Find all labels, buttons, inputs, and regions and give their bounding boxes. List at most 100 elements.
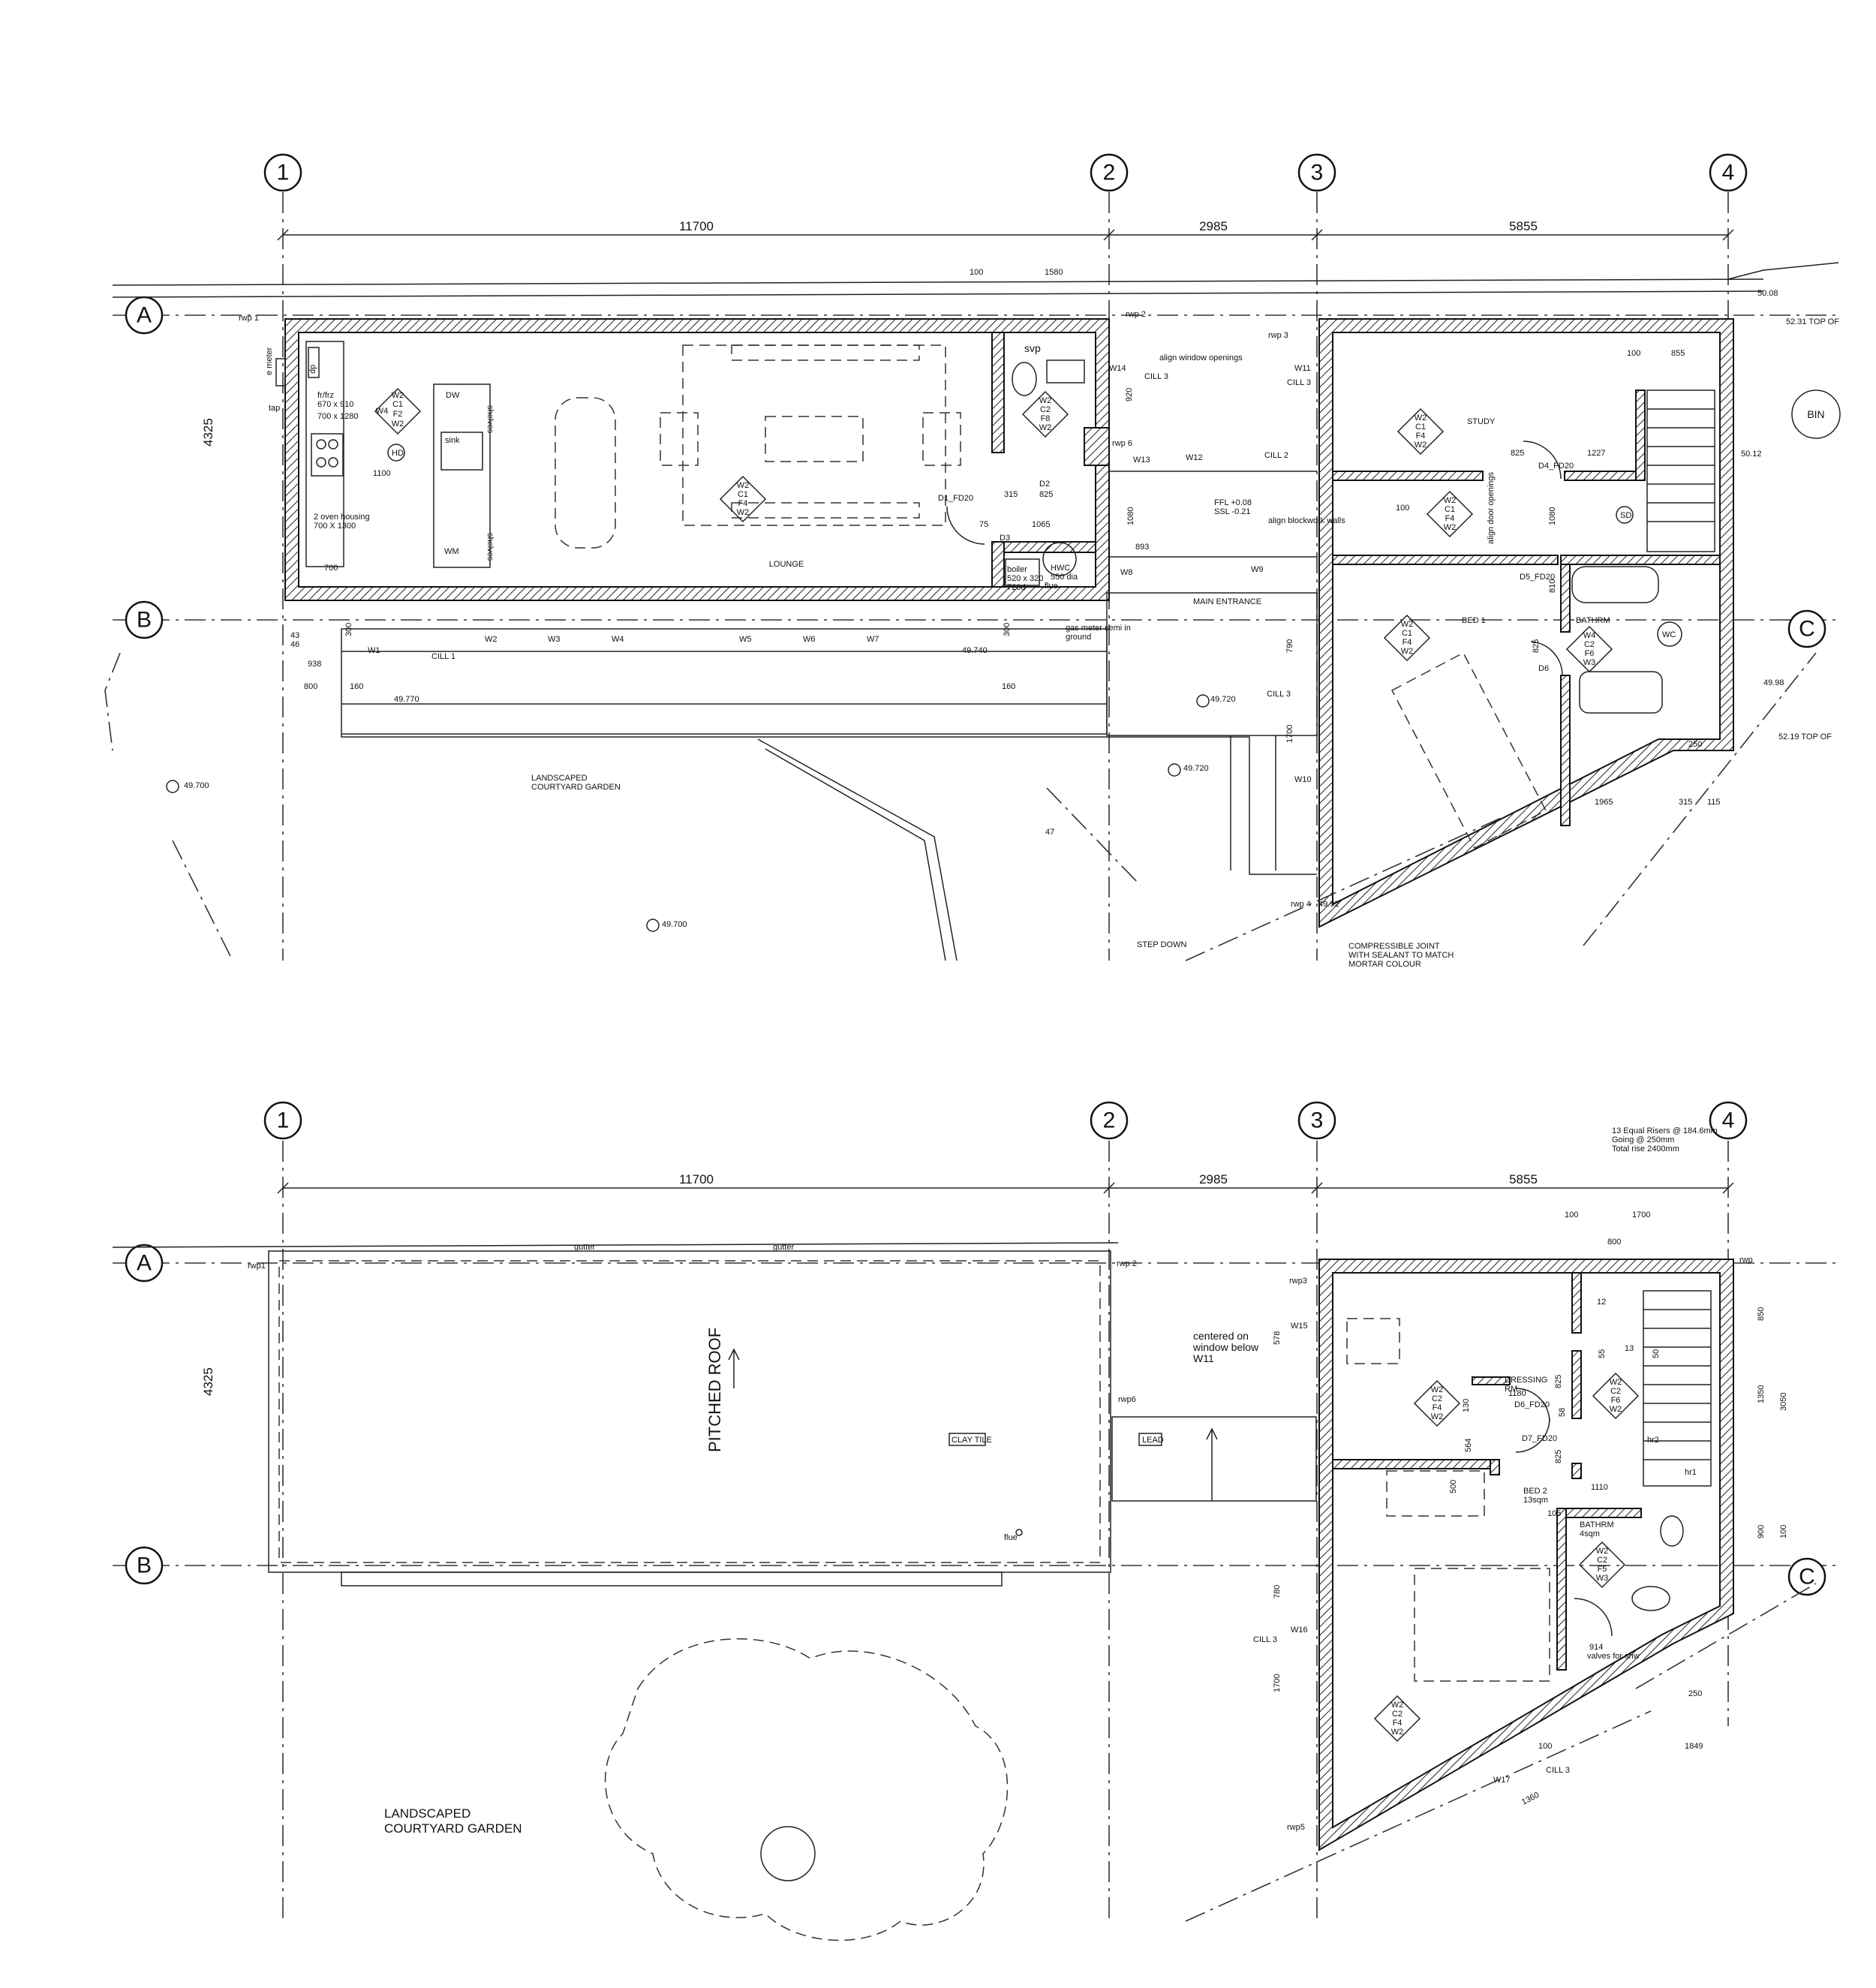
dimension-label: 4325 [201, 1367, 215, 1396]
tag-text: W2 [1610, 1405, 1622, 1414]
grid-bubble-B-first: B [125, 1546, 164, 1585]
dimension-label: 4325 [201, 418, 215, 447]
level-label: 52.19 TOP OF [1778, 732, 1832, 741]
finish-tag-dressing: W2 C2 F4 W2 [1413, 1379, 1461, 1427]
stair-ground [1571, 389, 1715, 714]
garden-label: COURTYARD GARDEN [384, 1821, 522, 1836]
dimension-label: 160 [1002, 682, 1015, 691]
dimension-label: 315 [1004, 490, 1018, 499]
grid-bubble-2-top: 2 [1090, 153, 1129, 192]
level-label: 49.700 [662, 920, 687, 929]
window-label: W15 [1291, 1322, 1308, 1331]
stair-note-line: Going @ 250mm [1612, 1135, 1674, 1144]
dimension-label: 58 [1558, 1408, 1567, 1417]
grid-label: A [137, 1251, 152, 1276]
label-rwp: rwp 2 [1126, 310, 1146, 319]
label-rwp: rwp [1739, 1256, 1753, 1265]
tag-text: F4 [1393, 1719, 1402, 1728]
dimension-label: 825 [1511, 449, 1524, 458]
flue-label: flue [1004, 1533, 1018, 1542]
grid-bubble-4-bottom: 4 [1709, 1101, 1748, 1140]
label-sd: SD [1620, 511, 1631, 520]
grid-bubble-4-top: 4 [1709, 153, 1748, 192]
finish-tag-ff-bath: W2 C2 F5 W3 [1578, 1541, 1626, 1589]
grid-label: 3 [1311, 1108, 1324, 1133]
tag-text: W3 [1583, 658, 1596, 667]
finish-tag-kitchen: W2 W4 C1 F2 W2 [374, 387, 422, 435]
ground-levels: 50.08 52.31 TOP OF 50.12 49.740 49.770 4… [166, 289, 1839, 932]
dimension-label: 938 [308, 660, 321, 669]
dimension-label: 75 [979, 520, 988, 529]
stair-note-line: 13 Equal Risers @ 184.6mm [1612, 1126, 1718, 1135]
ground-windows: W1 W2 W3 W4 W5 W6 W7 W8 W9 W10 W11 W12 W… [368, 364, 1317, 784]
dimension-label: 300 [344, 623, 353, 636]
tag-text: W3 [1596, 1574, 1609, 1583]
tag-text: W2 [1039, 423, 1052, 432]
tag-text: C2 [1040, 405, 1051, 414]
dimension-label: 1849 [1685, 1742, 1703, 1751]
gutter-label: gutter [773, 1243, 794, 1252]
kitchen-dim: 700 [324, 564, 338, 573]
dimension-label: 5855 [1509, 219, 1538, 233]
stair-first: hr2 hr1 [1643, 1290, 1712, 1487]
tag-text: W4 [376, 407, 389, 416]
ground-notes: align window openings align door opening… [531, 353, 1496, 969]
ground-walls [284, 318, 1734, 928]
tag-text: W2 [1431, 1385, 1444, 1394]
note-centered: W11 [1193, 1352, 1214, 1364]
door-label: D4_FD20 [1538, 462, 1574, 471]
dimension-label: 800 [304, 682, 317, 691]
door-label: D7_FD20 [1522, 1434, 1557, 1443]
room-label-bathrm-area: 4sqm [1580, 1529, 1600, 1538]
dimension-label: 825 [1554, 1375, 1563, 1388]
dimension-label: 850 [1757, 1307, 1766, 1321]
ground-doors: D1_FD20 D2 D3 D4_FD20 D5_FD20 D6 [938, 441, 1574, 676]
finish-tag-bed1: W2 C1 F4 W2 [1383, 614, 1431, 662]
tag-text: F4 [1402, 638, 1412, 647]
dimension-label: 825 [1039, 490, 1053, 499]
window-label: W6 [803, 635, 816, 644]
ground-misc-dimensions: 825 1065 315 75 893 1080 920 825 1227 10… [290, 349, 1721, 807]
kitchen-fridge-size: 670 x 910 [317, 400, 353, 409]
note-centered: window below [1192, 1341, 1259, 1353]
tag-text: W4 [1583, 631, 1596, 640]
dimension-label: 810 [1548, 579, 1557, 593]
tag-text: W2 [1415, 441, 1427, 450]
grid-label: 2 [1103, 1108, 1116, 1133]
tag-text: F6 [1585, 649, 1595, 658]
door-label: D1_FD20 [938, 494, 973, 503]
label-rwp: rwp1 [248, 1262, 266, 1271]
room-label-bin: BIN [1807, 408, 1824, 420]
label-boiler-size2: 720d [1007, 583, 1025, 592]
level-label: 49.740 [962, 646, 988, 655]
tag-text: W2 [1444, 496, 1457, 505]
tag-text: W2 [1391, 1701, 1404, 1710]
tag-text: W2 [737, 481, 750, 490]
window-label: W2 [485, 635, 498, 644]
label-rwp: rwp 3 [1268, 331, 1288, 340]
stair-note-line: Total rise 2400mm [1612, 1144, 1679, 1153]
door-label: D6_FD20 [1514, 1400, 1550, 1409]
ground-floor-plan: 1 2 3 4 A B C [104, 153, 1841, 969]
first-furniture [1346, 1318, 1550, 1682]
tag-text: C2 [1392, 1710, 1402, 1719]
roof: gutter gutter PITCHED ROOF CLAY TILE flu… [112, 1242, 1119, 1586]
kitchen-tap: tap [269, 404, 280, 413]
window-label: W17 [1493, 1776, 1511, 1785]
window-label: W14 [1109, 364, 1126, 373]
kitchen-wm: WM [444, 547, 459, 556]
dimension-label: 250 [1688, 1689, 1702, 1698]
dimension-label: 1700 [1285, 725, 1294, 743]
note: align blockwork walls [1268, 516, 1345, 525]
window-label: W3 [548, 635, 561, 644]
dimension-label: 50 [1652, 1349, 1661, 1358]
tag-text: W2 [392, 420, 404, 429]
dimension-label: 11700 [679, 1172, 714, 1186]
finish-tag-bath: W4 C2 F6 W3 [1565, 625, 1613, 673]
grid-label: C [1799, 1565, 1815, 1589]
first-misc-dimensions: 100 1700 800 850 1350 3050 900 100 250 1… [1273, 1211, 1788, 1807]
garden-label: LANDSCAPED [384, 1806, 471, 1821]
window-label: W16 [1291, 1626, 1308, 1635]
label-rwp: rwp6 [1118, 1395, 1136, 1404]
dimension-label: 1065 [1032, 520, 1050, 529]
